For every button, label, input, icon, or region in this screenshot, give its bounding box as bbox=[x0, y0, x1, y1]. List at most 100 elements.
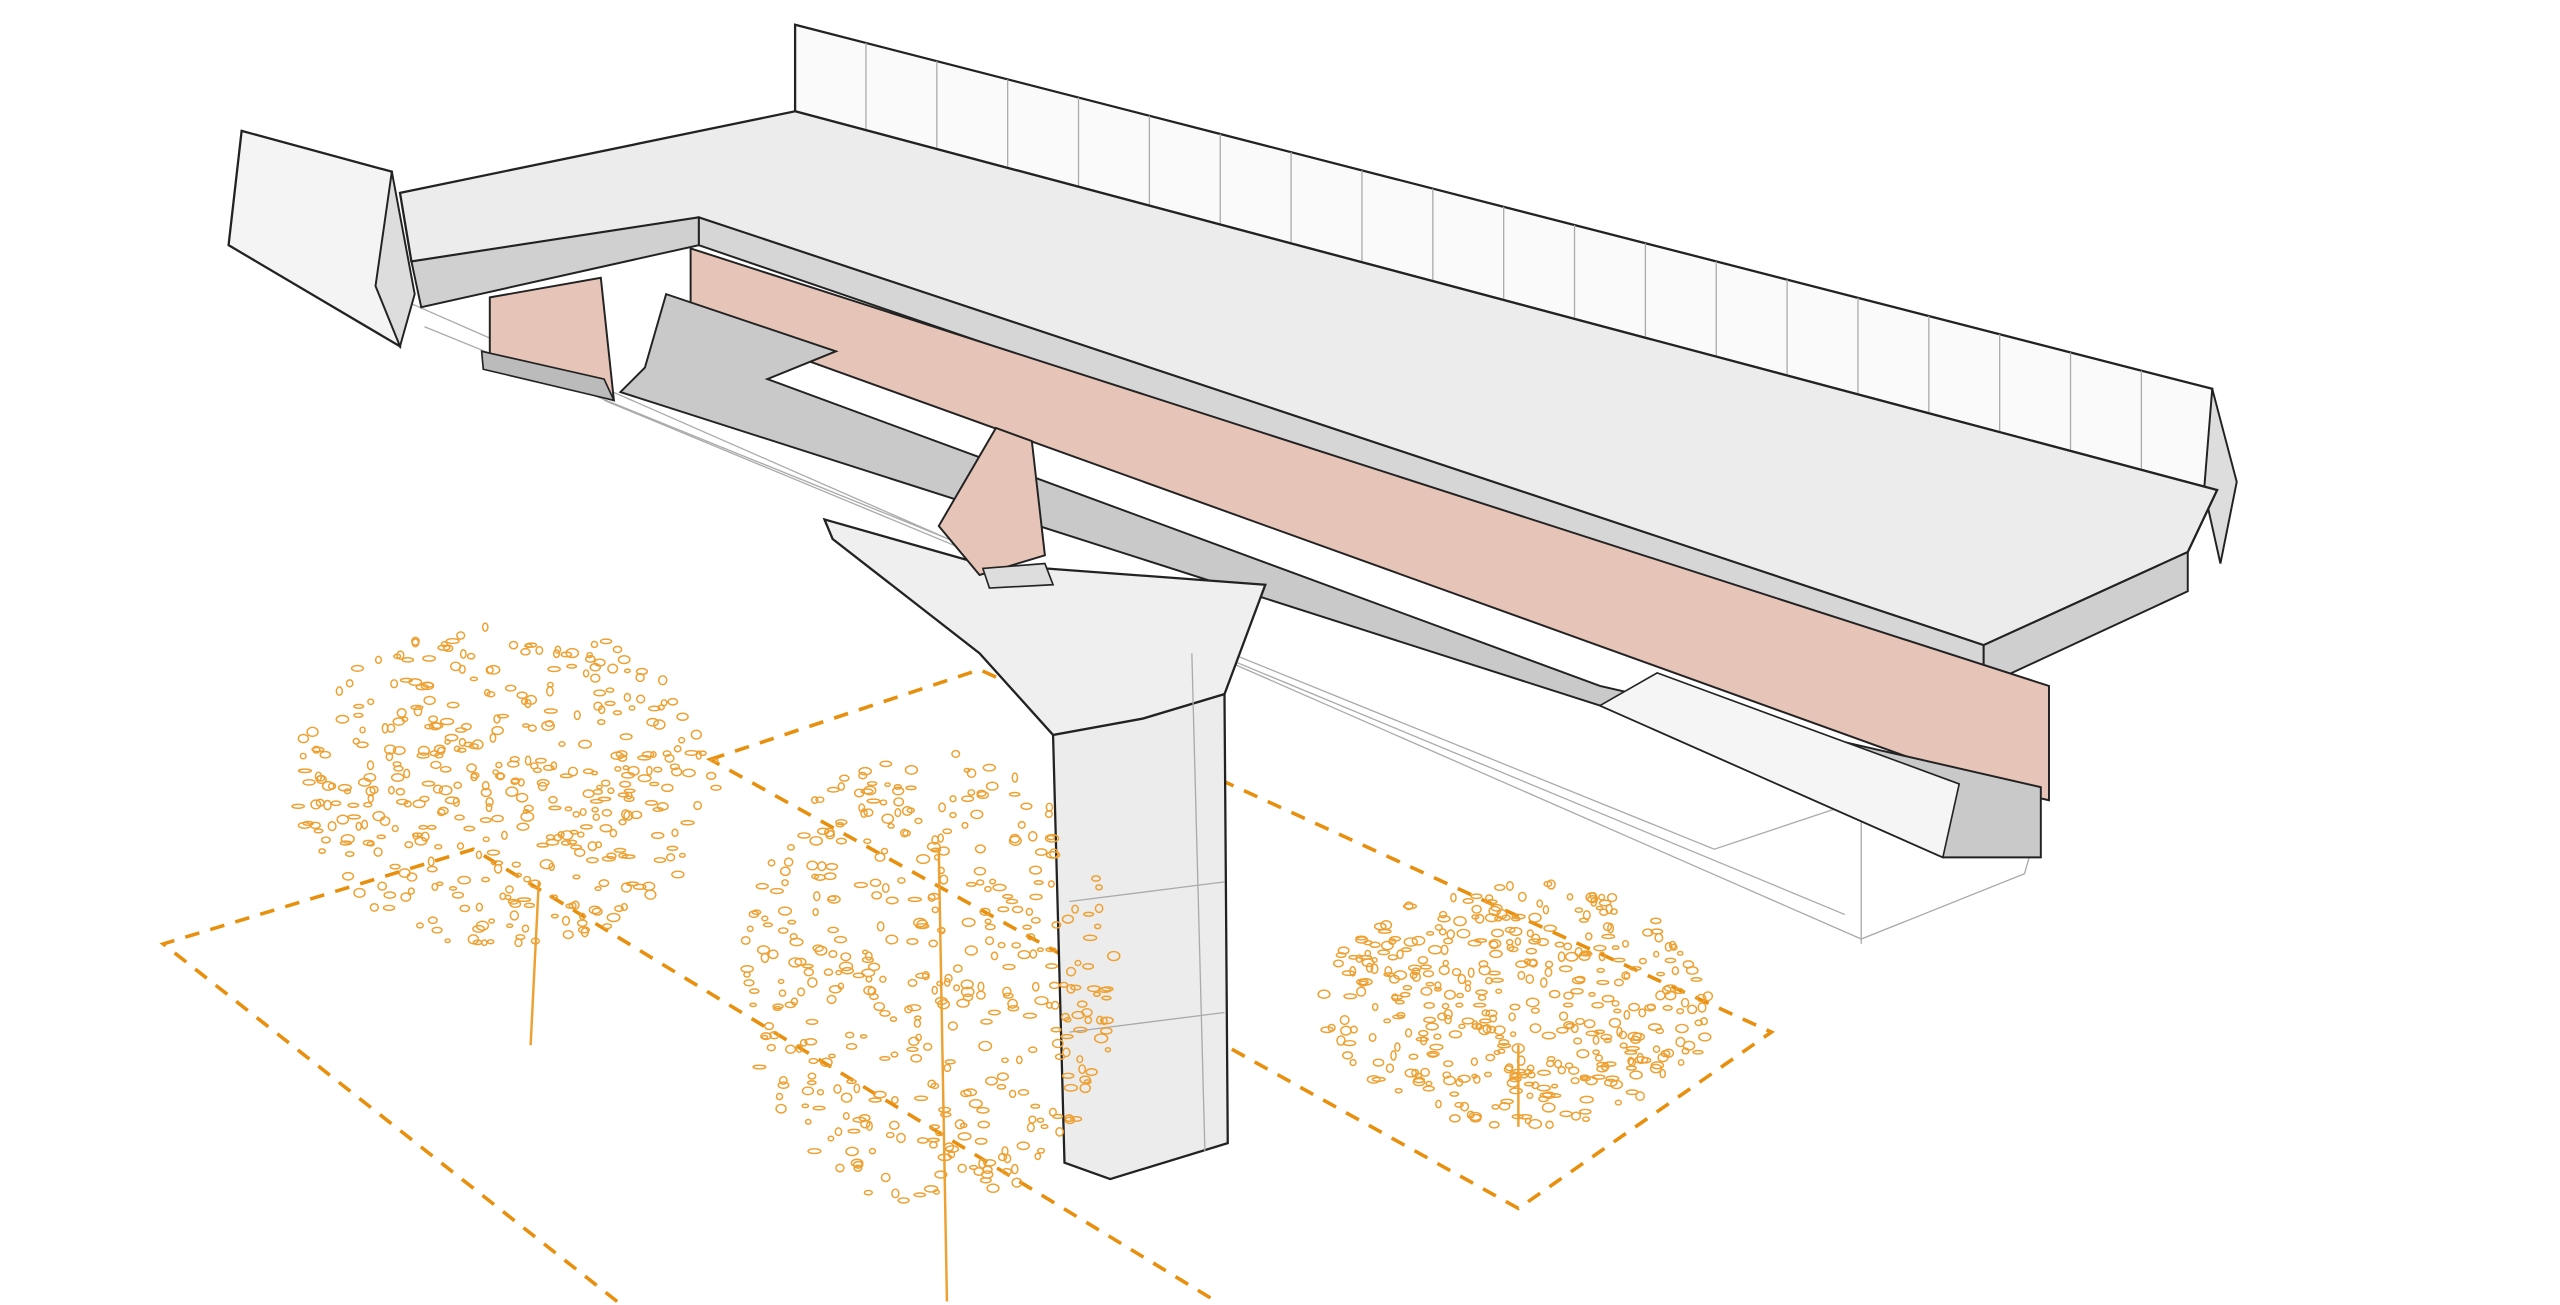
tree-leaf bbox=[1627, 1056, 1635, 1066]
tree-leaf bbox=[488, 918, 496, 924]
tree-leaf bbox=[984, 885, 992, 893]
tree-leaf bbox=[1055, 1126, 1064, 1137]
tree-leaf bbox=[1449, 1114, 1461, 1123]
tree-leaf bbox=[1011, 772, 1019, 783]
tree-leaf bbox=[537, 781, 548, 792]
tree-leaf bbox=[866, 781, 878, 787]
tree-leaf bbox=[1061, 914, 1075, 924]
tree-leaf bbox=[1420, 986, 1433, 996]
tree-leaf bbox=[621, 771, 635, 779]
tree-leaf bbox=[1433, 1033, 1442, 1040]
tree-leaf bbox=[1525, 947, 1538, 955]
left-parapet bbox=[227, 129, 402, 349]
tree-leaf bbox=[1541, 1102, 1556, 1113]
tree-leaf bbox=[929, 1141, 938, 1149]
tree-leaf bbox=[1489, 1014, 1498, 1023]
tree-leaf bbox=[885, 896, 899, 905]
tree-leaf bbox=[1550, 1083, 1559, 1089]
tree-leaf bbox=[1002, 893, 1014, 900]
tree-leaf bbox=[536, 778, 550, 787]
tree-leaf bbox=[1100, 1016, 1108, 1026]
tree-leaf bbox=[1653, 950, 1660, 958]
tree-leaf bbox=[764, 1022, 775, 1031]
tree-leaf bbox=[1669, 943, 1678, 951]
tree-leaf bbox=[838, 961, 854, 972]
tree-leaf bbox=[1454, 1101, 1464, 1108]
tree-leaf bbox=[1543, 924, 1558, 932]
tree-leaf bbox=[492, 769, 499, 775]
tree-leaf bbox=[985, 1076, 998, 1086]
tree-leaf bbox=[1526, 959, 1538, 967]
tree-leaf bbox=[1394, 1087, 1403, 1094]
tree-leaf bbox=[891, 1188, 900, 1199]
tree-leaf bbox=[601, 855, 616, 862]
tree-leaf bbox=[858, 771, 868, 780]
tree-leaf bbox=[593, 689, 607, 697]
tree-leaf bbox=[1634, 1055, 1649, 1064]
tree-leaf bbox=[1082, 911, 1095, 917]
tree-leaf bbox=[403, 768, 411, 779]
tree-leaf bbox=[416, 752, 430, 759]
tree-leaf bbox=[491, 725, 504, 736]
tree-leaf bbox=[510, 777, 521, 784]
tree-leaf bbox=[1390, 994, 1403, 1001]
tree-leaf bbox=[311, 746, 325, 753]
tree-leaf bbox=[867, 962, 881, 972]
tree-leaf bbox=[1408, 1053, 1419, 1060]
tree-leaf bbox=[835, 969, 842, 976]
tree-leaf bbox=[893, 797, 905, 807]
tree-leaf bbox=[434, 843, 443, 850]
tree-leaf bbox=[392, 745, 406, 756]
tree-leaf bbox=[572, 811, 581, 818]
tree-leaf bbox=[1562, 1002, 1574, 1008]
tree-leaf bbox=[369, 785, 379, 794]
tree-leaf bbox=[1383, 1018, 1392, 1024]
tree-leaf bbox=[845, 1042, 858, 1050]
tree-leaf bbox=[545, 834, 555, 841]
tree-leaf bbox=[297, 768, 313, 774]
parapet-joints bbox=[865, 42, 2143, 472]
tree-leaf bbox=[591, 806, 599, 813]
tree-leaf bbox=[894, 808, 902, 818]
tree-leaf bbox=[625, 881, 640, 887]
tree-leaf bbox=[1371, 957, 1378, 964]
tree-leaf bbox=[407, 887, 415, 895]
tree-leaf bbox=[823, 968, 834, 977]
tree-broadleaf bbox=[291, 622, 722, 1046]
tree-leaf bbox=[835, 822, 845, 828]
tree-leaf bbox=[1621, 939, 1630, 948]
tree-leaf bbox=[1051, 921, 1062, 929]
tree-leaf bbox=[1542, 905, 1550, 915]
tree-leaf bbox=[509, 900, 522, 909]
tree-leaf bbox=[1464, 980, 1472, 987]
tree-leaf bbox=[377, 881, 388, 891]
tree-leaf bbox=[1583, 1019, 1596, 1029]
tree-leaf bbox=[794, 957, 807, 967]
tree-leaf bbox=[1002, 986, 1012, 997]
tree-leaf bbox=[320, 836, 331, 844]
tree-leaf bbox=[1619, 1042, 1628, 1049]
tree-leaf bbox=[471, 739, 484, 750]
tree-leaf bbox=[383, 744, 397, 755]
tree-leaf bbox=[452, 796, 460, 808]
tree-leaf bbox=[1008, 791, 1021, 797]
tree-leaf bbox=[584, 655, 596, 663]
tree-leaf bbox=[291, 803, 306, 810]
tree-leaf bbox=[1588, 892, 1598, 900]
tree-leaf bbox=[979, 907, 991, 916]
tree-leaf bbox=[1106, 950, 1121, 962]
tree-leaf bbox=[1662, 1005, 1673, 1011]
tree-leaf bbox=[835, 837, 847, 845]
tree-leaf bbox=[928, 1124, 941, 1130]
tree-leaf bbox=[1348, 954, 1359, 960]
tree-leaf bbox=[579, 807, 587, 817]
tree-leaf bbox=[439, 717, 455, 726]
tree-leaf bbox=[1544, 967, 1553, 978]
tree-leaf bbox=[1548, 989, 1561, 999]
tree-leaf bbox=[1468, 1111, 1482, 1122]
tree-leaf bbox=[1383, 972, 1396, 978]
tree-leaf bbox=[806, 860, 819, 871]
tree-leaf bbox=[516, 897, 532, 903]
tree-leaf bbox=[481, 939, 488, 947]
tree-leaf bbox=[1005, 898, 1019, 905]
